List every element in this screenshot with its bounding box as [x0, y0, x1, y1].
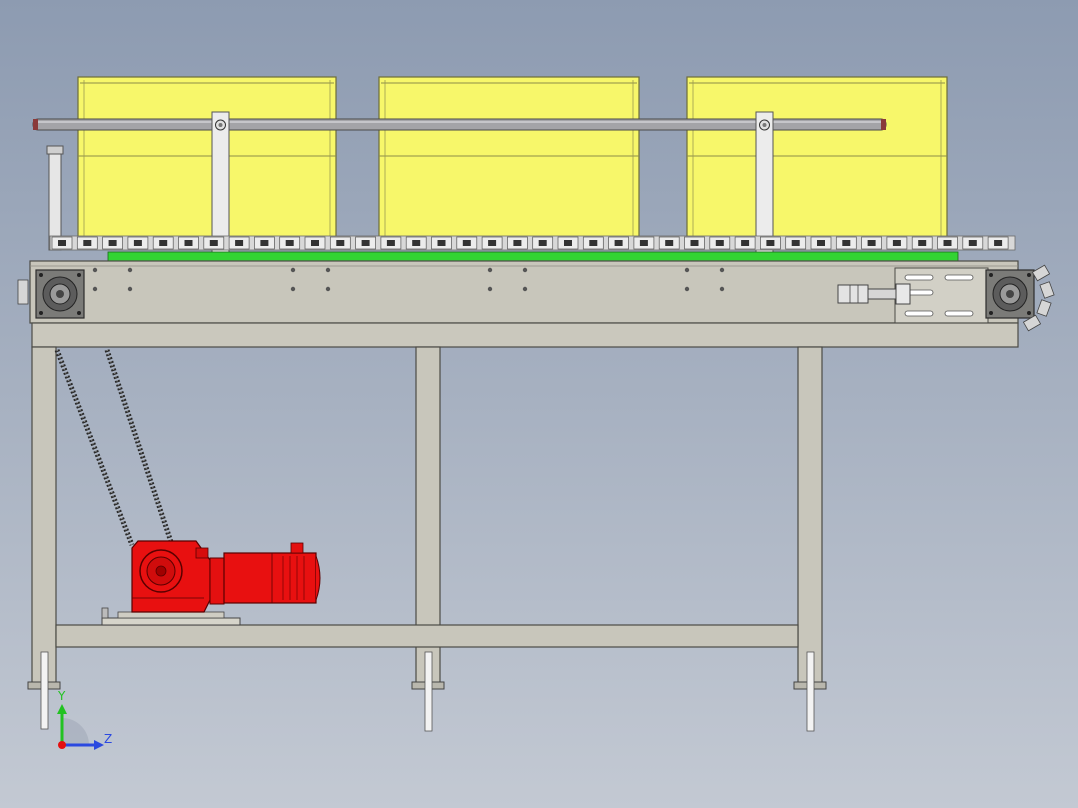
chain-link-pin [133, 240, 142, 246]
chain-link-row [51, 236, 1009, 250]
chain-link-pin [83, 240, 92, 246]
chain-link-pin [513, 240, 522, 246]
chain-link-pin [639, 240, 648, 246]
guide-rail [32, 118, 887, 131]
chain-link-pin [943, 240, 952, 246]
chain-link-pin [918, 240, 927, 246]
chain-link-pin [462, 240, 471, 246]
chain-link-pin [538, 240, 547, 246]
chain-link-pin [437, 240, 446, 246]
tail-sprocket [17, 264, 1055, 332]
chain-link-pin [867, 240, 876, 246]
chain-link-pin [311, 240, 319, 246]
chain-link-pin [791, 240, 800, 246]
chain-link-pin [159, 240, 168, 246]
frame-bolt [92, 267, 98, 273]
chain-link-pin [665, 240, 674, 246]
chain-link-pin [892, 240, 901, 246]
chain-link-pin [58, 240, 66, 246]
chain-link-pin [336, 240, 345, 246]
chain-link-pin [968, 240, 977, 246]
frame-bolt [684, 267, 690, 273]
chain-link-pin [488, 240, 497, 246]
green-belt [107, 251, 959, 262]
chain-link-pin [690, 240, 699, 246]
chain-link-pin [285, 240, 294, 246]
chain-tensioner [837, 283, 911, 305]
leg-2 [411, 346, 445, 732]
chain-link-pin [817, 240, 825, 246]
frame-bolt [684, 286, 690, 292]
chain-link-pin [715, 240, 724, 246]
chain-link-pin [614, 240, 623, 246]
y-axis-label: Y [57, 689, 66, 703]
frame-bolt [92, 286, 98, 292]
frame-bolt [487, 286, 493, 292]
coordinate-triad: Y Z [57, 689, 112, 750]
frame-bolt [290, 286, 296, 292]
side-frame [29, 260, 1019, 348]
drive-chain [54, 349, 175, 546]
frame-bolt [522, 286, 528, 292]
frame-bolts [92, 267, 725, 292]
box-2 [378, 76, 640, 238]
frame-bolt [487, 267, 493, 273]
leg-1 [27, 346, 61, 730]
chain-link-pin [260, 240, 269, 246]
chain-link-pin [564, 240, 572, 246]
chain-link-pin [184, 240, 193, 246]
chain-link-pin [209, 240, 218, 246]
frame-bolt [719, 286, 725, 292]
chain-link-pin [386, 240, 395, 246]
chain-link-pin [412, 240, 421, 246]
z-axis-label: Z [104, 732, 112, 746]
chain-link-pin [589, 240, 598, 246]
frame-bolt [127, 286, 133, 292]
chain-link-pin [361, 240, 370, 246]
drive-sprocket [35, 269, 85, 319]
frame-bolt [522, 267, 528, 273]
x-axis-origin [58, 741, 66, 749]
frame-bolt [325, 286, 331, 292]
box-3 [686, 76, 948, 238]
sensor-post [46, 145, 64, 251]
chain-link-pin [741, 240, 750, 246]
frame-bolt [325, 267, 331, 273]
lower-cross-beam [55, 624, 799, 648]
box-1 [77, 76, 337, 238]
gear-motor [131, 540, 321, 613]
chain-link-pin [994, 240, 1003, 246]
frame-bolt [290, 267, 296, 273]
frame-bolt [719, 267, 725, 273]
chain-link-pin [842, 240, 851, 246]
frame-bolt [127, 267, 133, 273]
chain-link-pin [766, 240, 775, 246]
chain-link-pin [108, 240, 117, 246]
leg-3 [793, 346, 827, 732]
chain-link-pin [235, 240, 244, 246]
